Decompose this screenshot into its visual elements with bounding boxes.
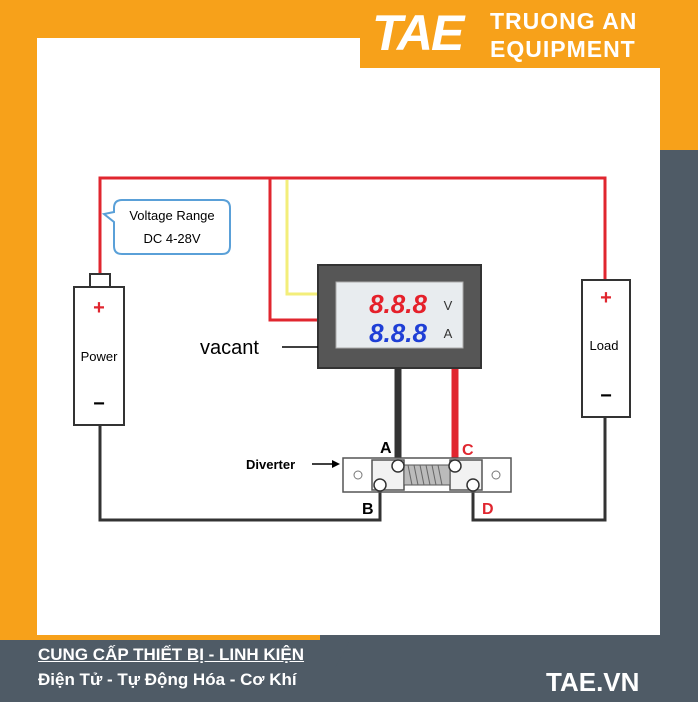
- power-plus: +: [93, 297, 105, 319]
- load-minus: −: [600, 385, 612, 407]
- brand-name-line2: EQUIPMENT: [490, 36, 636, 62]
- terminal-a-screw: [391, 459, 405, 473]
- footer-line2: Điện Tử - Tự Động Hóa - Cơ Khí: [38, 670, 297, 689]
- meter-bottom-unit: A: [444, 326, 453, 341]
- black-wire-power: [98, 425, 382, 522]
- terminal-c-screw: [448, 459, 462, 473]
- meter-bottom-digits: 8.8.8: [369, 318, 427, 348]
- website-label: TAE.VN: [546, 667, 640, 697]
- load-box: [581, 279, 631, 418]
- load-label: Load: [590, 338, 619, 353]
- terminal-c-label: C: [462, 442, 474, 459]
- diverter-arrowhead: [332, 460, 340, 468]
- meter-screen: [335, 281, 464, 349]
- shunt-hole-right: [491, 470, 501, 480]
- power-supply: [73, 286, 125, 426]
- red-wire-top: [98, 176, 607, 290]
- load-plus: +: [600, 287, 612, 309]
- power-label: Power: [81, 349, 119, 364]
- power-minus: −: [93, 393, 105, 415]
- meter-top-digits: 8.8.8: [369, 289, 427, 319]
- footer-line1: CUNG CẤP THIẾT BỊ - LINH KIỆN: [38, 645, 305, 664]
- brand-header: TAE TRUONG AN EQUIPMENT: [360, 0, 698, 68]
- brand-name-line1: TRUONG AN: [490, 8, 638, 34]
- callout-line2: DC 4-28V: [143, 231, 200, 246]
- power-terminal: [89, 273, 111, 289]
- diverter-label: Diverter: [246, 457, 295, 472]
- vacant-label: vacant: [200, 337, 259, 359]
- terminal-b-label: B: [362, 501, 374, 518]
- terminal-b-screw: [373, 478, 387, 492]
- callout-line1: Voltage Range: [129, 208, 214, 223]
- terminal-a-label: A: [380, 440, 392, 457]
- brand-logo: TAE: [372, 5, 464, 61]
- voltage-callout: [101, 199, 231, 255]
- red-wire-meter: [268, 178, 318, 322]
- shunt-hole-left: [353, 470, 363, 480]
- terminal-d-label: D: [482, 501, 494, 518]
- yellow-wire: [285, 180, 318, 296]
- meter-top-unit: V: [444, 298, 453, 313]
- terminal-d-screw: [466, 478, 480, 492]
- black-wire-load: [471, 415, 607, 522]
